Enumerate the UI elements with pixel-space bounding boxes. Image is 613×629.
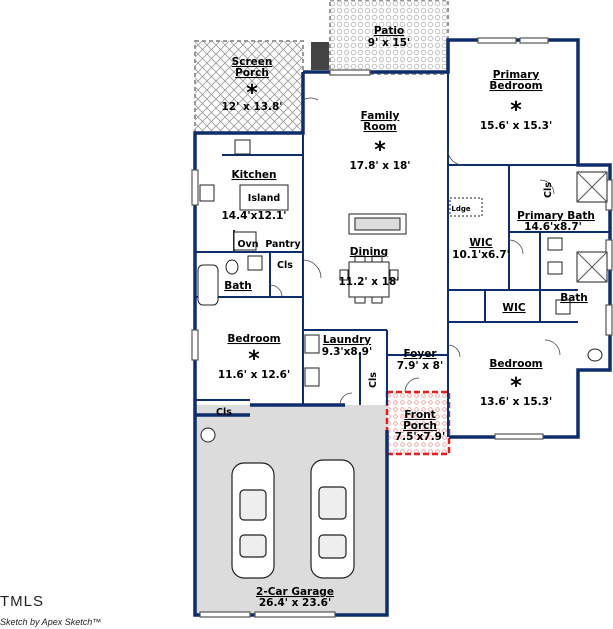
vanity-2 (547, 261, 563, 275)
front-porch-dims: 7.5'x7.9' (395, 431, 445, 443)
doors (269, 97, 561, 406)
front-porch-name-1: Front (404, 409, 435, 421)
sketch-credit: Sketch by Apex Sketch™ (0, 617, 102, 627)
wic-1-dims: 10.1'x6.7' (452, 249, 510, 261)
kitchen-dims: 14.4'x12.1' (221, 210, 286, 222)
dining-name: Dining (350, 246, 388, 258)
bathtub (197, 264, 219, 306)
star-icon: * (246, 81, 258, 106)
star-icon: * (510, 98, 522, 123)
primary-bedroom-name-2: Bedroom (489, 80, 542, 92)
ovn-label: Ovn (237, 239, 258, 250)
laundry-dims: 9.3'x8.9' (322, 346, 372, 358)
patio-area (329, 0, 449, 75)
bedroom-right-dims: 13.6' x 15.3' (480, 396, 552, 408)
screen-porch-area (194, 40, 304, 134)
cls-laundry-label: Cls (368, 372, 379, 388)
brand-watermark: TMLS (0, 593, 45, 610)
stove (234, 139, 251, 155)
dining-chairs (339, 255, 399, 304)
sink-bath-right (555, 299, 571, 315)
bedroom-left-name: Bedroom (227, 333, 280, 345)
bath-left-name: Bath (224, 280, 252, 292)
fridge (233, 231, 257, 251)
toilet-left (225, 259, 239, 275)
dining-dims: 11.2' x 18' (338, 276, 399, 288)
laundry-name: Laundry (323, 334, 371, 346)
screen-porch-name-2: Porch (235, 67, 269, 79)
room-labels: Patio 9' x 15' Screen Porch 12' x 13.8' … (216, 25, 595, 609)
sink-kitchen (199, 184, 215, 202)
bedroom-right-name: Bedroom (489, 358, 542, 370)
star-icon: * (374, 138, 386, 163)
garage-dims: 26.4' x 23.6' (259, 597, 331, 609)
water-heater (200, 427, 216, 443)
bedroom-left-dims: 11.6' x 12.6' (218, 369, 290, 381)
screen-porch-dims: 12' x 13.8' (221, 101, 282, 113)
star-markers: * * * * * (246, 81, 522, 399)
wic-1-name: WIC (469, 237, 492, 249)
cars (231, 459, 355, 579)
screen-porch-name-1: Screen (232, 56, 273, 68)
star-icon: * (248, 347, 260, 372)
patio-steps (311, 42, 329, 70)
primary-bedroom-name-1: Primary (493, 69, 540, 81)
washer (304, 334, 320, 354)
vanity-1 (547, 237, 563, 251)
sink-bath-left (247, 255, 263, 271)
kitchen-name: Kitchen (231, 169, 276, 181)
interior-walls (195, 72, 610, 437)
primary-bath-dims: 14.6'x8.7' (524, 221, 582, 233)
bath-right-name: Bath (560, 292, 588, 304)
pantry-label: Pantry (265, 239, 301, 250)
garage-floor (195, 405, 387, 615)
windows (191, 37, 613, 618)
fixtures (197, 139, 608, 443)
ledge-label: Ldge (451, 205, 470, 213)
primary-bath-name: Primary Bath (517, 210, 595, 222)
island-name: Island (248, 193, 280, 204)
primary-bedroom-dims: 15.6' x 15.3' (480, 120, 552, 132)
ledge-shelf (449, 197, 483, 217)
cls-bath-label: Cls (543, 182, 554, 198)
patio-name: Patio (374, 25, 404, 37)
family-room-name-2: Room (363, 121, 397, 133)
front-porch-name-2: Porch (403, 420, 437, 432)
toilet-right (587, 348, 603, 362)
dining-table (348, 261, 390, 298)
family-room-dims: 17.8' x 18' (349, 160, 410, 172)
garage-name: 2-Car Garage (256, 586, 334, 598)
family-room-name-1: Family (361, 110, 400, 122)
foyer-dims: 7.9' x 8' (397, 360, 443, 372)
star-icon: * (510, 374, 522, 399)
patio-dims: 9' x 15' (368, 37, 410, 49)
dryer (304, 367, 320, 387)
cls-hall-label: Cls (277, 260, 293, 271)
wic-2-name: WIC (502, 302, 525, 314)
foyer-name: Foyer (403, 348, 437, 360)
island-counter (239, 184, 289, 211)
cls-bedroom-label: Cls (216, 407, 232, 418)
